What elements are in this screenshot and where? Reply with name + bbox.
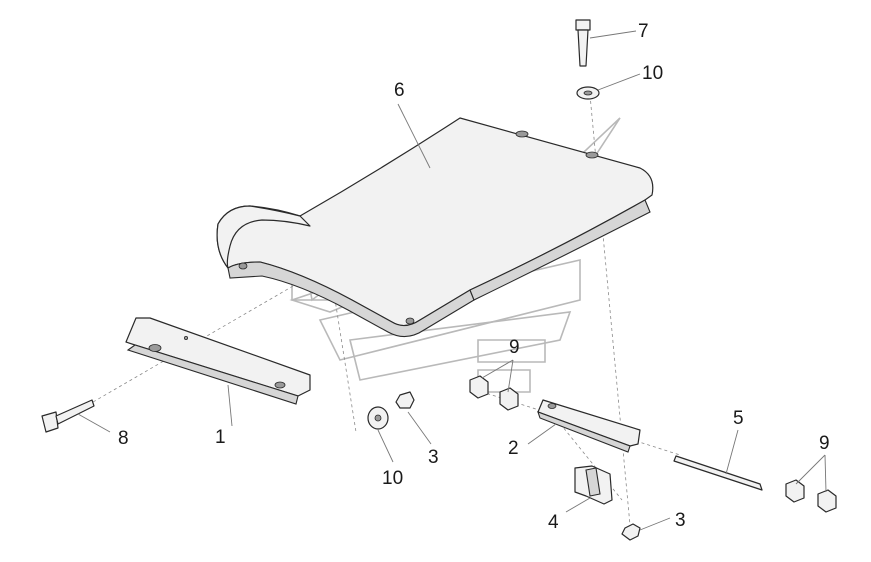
callout-9-right: 9 <box>819 433 830 454</box>
callout-2: 2 <box>508 438 519 459</box>
callout-8: 8 <box>118 428 129 449</box>
leader-lines <box>77 30 827 531</box>
callout-1: 1 <box>215 427 226 448</box>
callout-labels: 1 2 3 3 4 5 6 7 8 9 9 10 10 <box>118 21 830 533</box>
callout-10-top: 10 <box>642 63 663 84</box>
bolt-horizontal-part <box>41 399 95 433</box>
nut-parts <box>395 375 837 541</box>
bracket-part <box>125 317 311 405</box>
callout-7: 7 <box>638 21 649 42</box>
bolt-vertical-part <box>575 19 591 67</box>
seat-part <box>216 117 654 338</box>
washer-parts <box>367 86 600 430</box>
callout-4: 4 <box>548 512 559 533</box>
callout-9-center: 9 <box>509 337 520 358</box>
plate-part <box>537 399 641 453</box>
callout-5: 5 <box>733 408 744 429</box>
callout-3-right: 3 <box>675 510 686 531</box>
rod-part <box>673 455 763 491</box>
hinge-part <box>574 465 613 505</box>
callout-3-left: 3 <box>428 447 439 468</box>
callout-10-bottom: 10 <box>382 468 403 489</box>
callout-6: 6 <box>394 80 405 101</box>
